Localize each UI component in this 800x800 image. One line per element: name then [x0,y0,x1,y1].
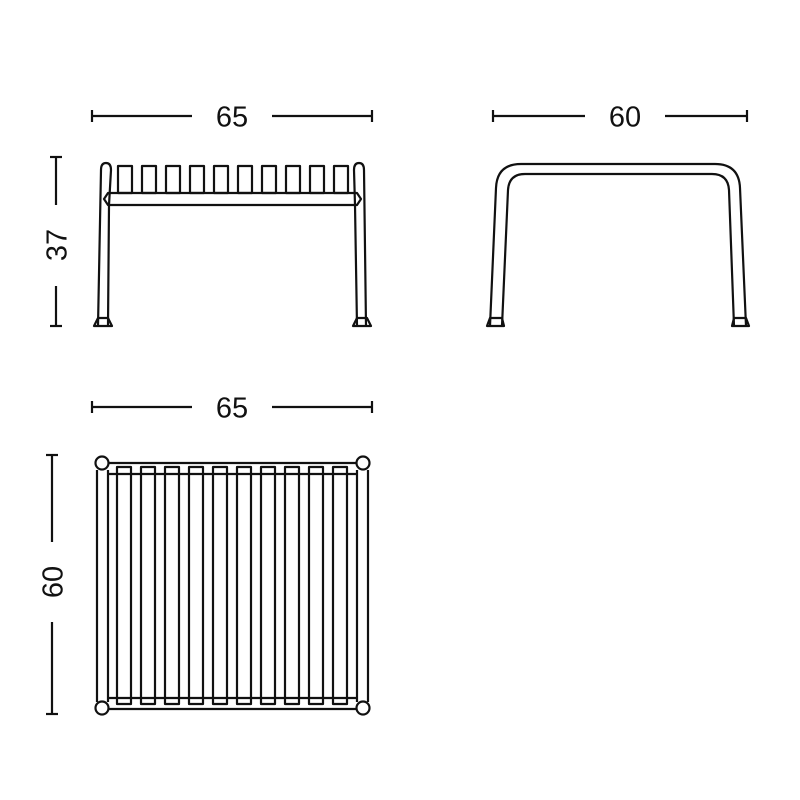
front-height-dimension [50,155,62,328]
top-width-label: 65 [215,392,249,425]
top-width-dimension [90,401,374,413]
top-depth-dimension [46,453,58,716]
front-width-dimension [90,110,374,122]
side-view [485,162,751,328]
top-slats [115,465,349,706]
front-width-label: 65 [215,101,249,134]
front-slats [116,164,350,195]
front-view [92,161,373,328]
top-depth-label: 60 [37,565,70,599]
side-width-dimension [491,110,749,122]
side-width-label: 60 [608,101,642,134]
top-view [94,455,371,716]
front-height-label: 37 [41,228,74,262]
